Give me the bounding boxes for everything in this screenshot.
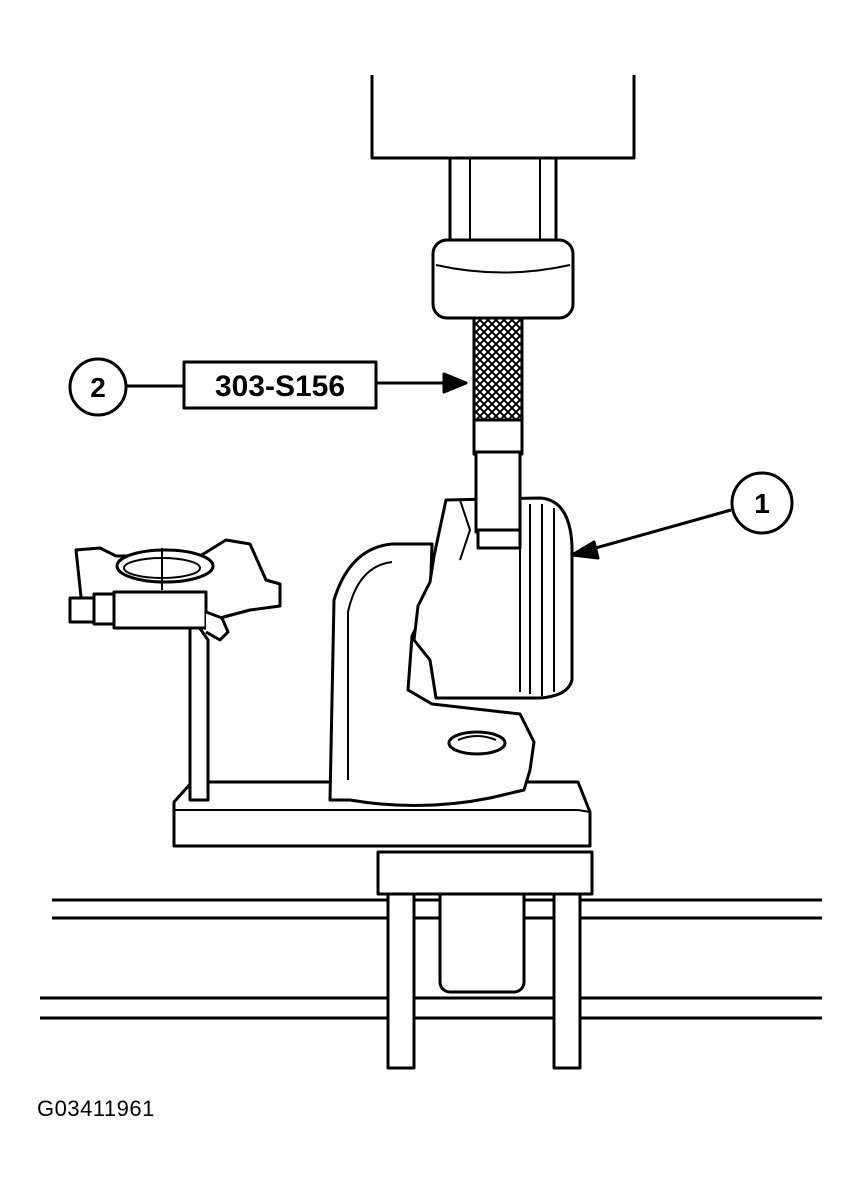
- press-stand: [376, 850, 594, 1070]
- clamp-rod: [68, 538, 282, 802]
- callout-2-number: 2: [90, 372, 106, 403]
- callout-2: [68, 357, 468, 417]
- figure-id: G03411961: [37, 1096, 155, 1121]
- press-ram: [370, 75, 636, 320]
- piston: [412, 496, 574, 700]
- c-support-fixture: [328, 542, 536, 807]
- installer-tool: [472, 316, 524, 550]
- press-rails: [40, 898, 822, 1020]
- callout-1: [570, 471, 794, 560]
- tool-number-label: 303-S156: [215, 370, 345, 403]
- callout-1-number: 1: [754, 488, 770, 519]
